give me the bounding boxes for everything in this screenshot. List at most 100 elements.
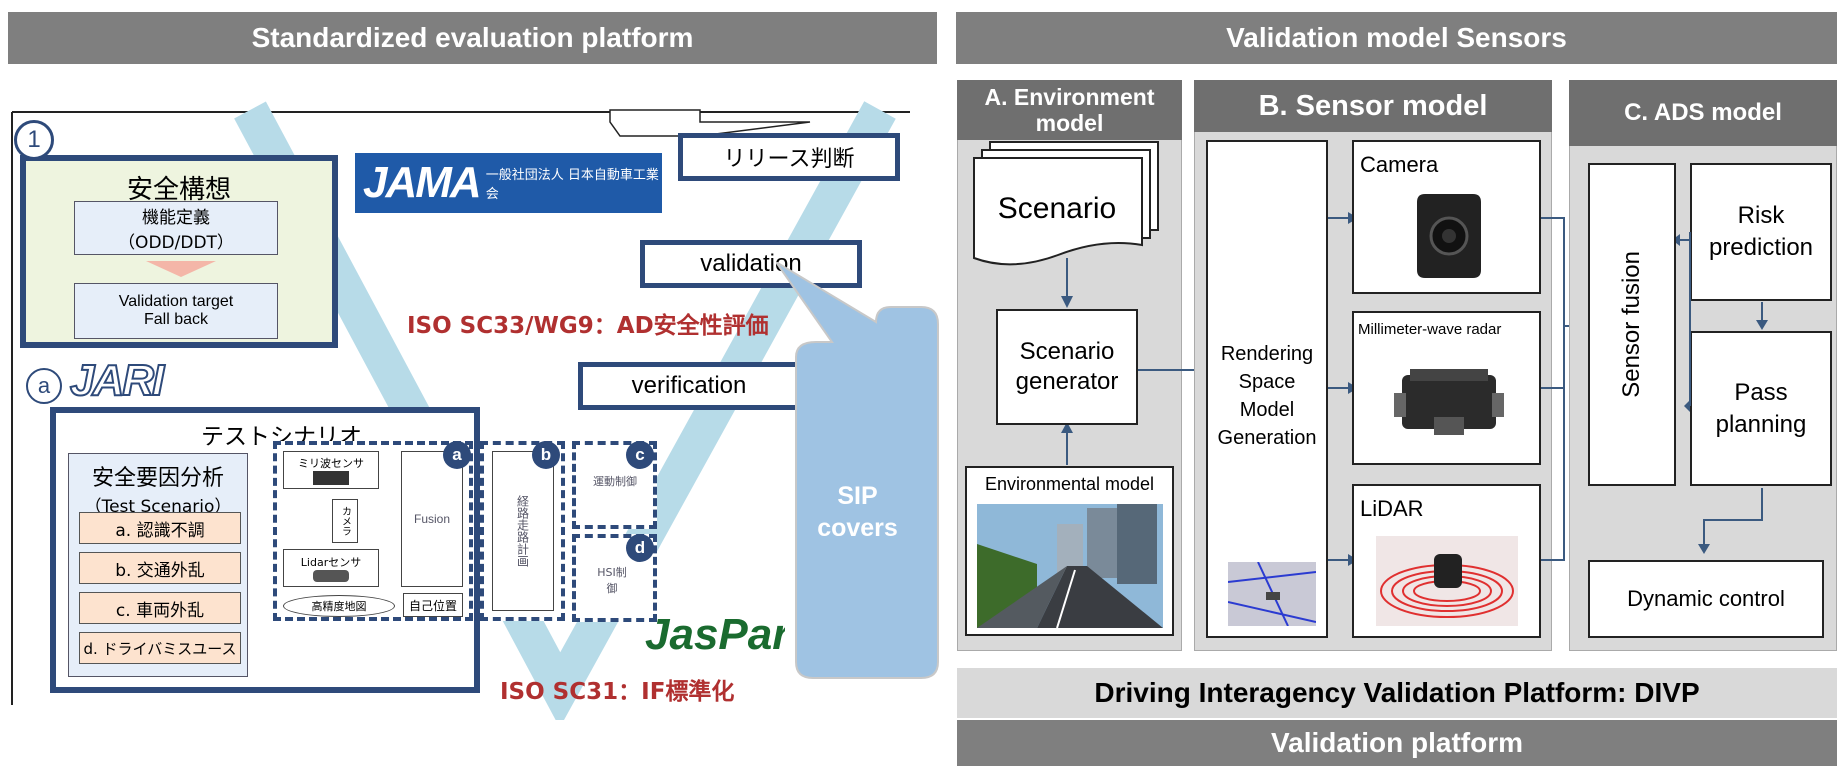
connectors-c bbox=[1676, 232, 1768, 554]
factor-item: a. 認識不調 bbox=[79, 512, 241, 544]
lidar-box: LiDAR bbox=[1352, 484, 1541, 638]
radar-icon bbox=[1394, 369, 1504, 435]
module-c-badge: c bbox=[626, 441, 654, 469]
down-arrow-icon bbox=[146, 261, 216, 277]
pass-planning-box: Pass planning bbox=[1690, 331, 1832, 486]
pass-label-2: planning bbox=[1715, 410, 1807, 438]
camera-box: Camera bbox=[1352, 140, 1541, 294]
scenario-label: Scenario bbox=[997, 192, 1117, 225]
validation-target-box: Validation target Fall back bbox=[74, 283, 278, 339]
badge-a-label: a bbox=[37, 373, 51, 398]
factor-item: d. ドライバミスユース bbox=[79, 632, 241, 664]
v-top-arrow bbox=[609, 109, 811, 137]
environmental-model-label: Environmental model bbox=[984, 474, 1155, 494]
module-a-box: ミリ波センサ カメラ Lidarセンサ Fusion 高精度地図 自己位置 bbox=[273, 441, 473, 621]
validation-platform-label: Validation platform bbox=[1270, 727, 1524, 758]
mmw-sensor-box: ミリ波センサ bbox=[283, 451, 379, 489]
risk-label-2: prediction bbox=[1708, 234, 1814, 261]
divp-label: Driving Interagency Validation Platform:… bbox=[1094, 677, 1700, 708]
camera-label: Camera bbox=[1360, 152, 1439, 177]
ads-model-header-label: C. ADS model bbox=[1624, 99, 1782, 126]
sensor-fusion-box: Sensor fusion bbox=[1588, 163, 1676, 486]
validation-target-label: Validation target bbox=[118, 293, 234, 310]
jama-logo-text: JAMA bbox=[363, 158, 482, 207]
ads-model-header: C. ADS model bbox=[1569, 80, 1837, 146]
scenario-generator-label-2: generator bbox=[1015, 368, 1119, 395]
motion-ctrl-label: 運動制御 bbox=[593, 475, 637, 488]
module-b-box: 経路走路計画 bbox=[480, 441, 565, 621]
rendering-line: Space bbox=[1238, 371, 1296, 393]
sensor-model-header-label: B. Sensor model bbox=[1258, 89, 1488, 122]
sensor-model-header: B. Sensor model bbox=[1194, 80, 1552, 132]
self-position-label: 自己位置 bbox=[408, 598, 457, 613]
divp-banner: Driving Interagency Validation Platform:… bbox=[957, 668, 1837, 718]
right-title: Validation model Sensors bbox=[1226, 22, 1567, 53]
jaspar-logo: JasPar bbox=[645, 610, 785, 659]
release-decision-box: リリース判断 bbox=[678, 133, 900, 181]
factor-item: c. 車両外乱 bbox=[79, 592, 241, 624]
func-def-label: 機能定義 bbox=[142, 208, 210, 228]
camera-icon bbox=[1417, 194, 1481, 278]
self-position-box: 自己位置 bbox=[403, 593, 463, 617]
mmw-sensor-icon bbox=[313, 471, 349, 485]
iso-sc31-label: ISO SC31：IF標準化 bbox=[500, 679, 735, 705]
covers-label: covers bbox=[817, 514, 898, 542]
iso-wg9-label: ISO SC33/WG9：AD安全性評価 bbox=[407, 313, 769, 339]
rendering-line: Generation bbox=[1217, 427, 1317, 449]
route-plan-box: 経路走路計画 bbox=[492, 451, 554, 611]
env-model-header: A. Environment model bbox=[957, 80, 1182, 140]
hd-map-label: 高精度地図 bbox=[311, 600, 367, 613]
validation-platform-banner: Validation platform bbox=[957, 720, 1837, 766]
rendering-line: Rendering bbox=[1220, 343, 1314, 365]
city-road-image bbox=[977, 504, 1163, 628]
camera-jp-box: カメラ bbox=[332, 499, 358, 543]
odd-ddt-label: （ODD/DDT） bbox=[118, 233, 234, 253]
environmental-model-box: Environmental model bbox=[965, 466, 1174, 636]
rendering-grid-image bbox=[1228, 562, 1316, 626]
jama-logo-subtitle: 一般社団法人 日本自動車工業会 bbox=[485, 168, 659, 202]
func-def-box: 機能定義 （ODD/DDT） bbox=[74, 201, 278, 255]
lidar-sensor-icon bbox=[313, 570, 349, 582]
jari-logo: JARI bbox=[69, 355, 165, 406]
test-scenario-en: （Test Scenario） bbox=[84, 497, 232, 514]
v-model-background bbox=[11, 101, 910, 720]
jama-logo: JAMA 一般社団法人 日本自動車工業会 bbox=[355, 153, 662, 213]
dynamic-control-label: Dynamic control bbox=[1627, 586, 1785, 611]
mmw-radar-label: Millimeter-wave radar bbox=[1358, 321, 1502, 338]
fall-back-label: Fall back bbox=[143, 311, 209, 328]
module-d-badge: d bbox=[626, 534, 654, 562]
sensor-fusion-label: Sensor fusion bbox=[1618, 251, 1645, 398]
safety-factor-box: 安全要因分析 （Test Scenario） a. 認識不調 b. 交通外乱 c… bbox=[68, 453, 248, 677]
rendering-label: Rendering Space Model Generation bbox=[1208, 340, 1326, 452]
mmw-radar-box: Millimeter-wave radar bbox=[1352, 311, 1541, 465]
v-shape bbox=[234, 101, 896, 720]
camera-jp-label: カメラ bbox=[339, 506, 351, 536]
badge-1: 1 bbox=[14, 120, 54, 160]
lidar-label: LiDAR bbox=[1360, 496, 1424, 521]
risk-label-1: Risk bbox=[1737, 202, 1785, 229]
factor-item: b. 交通外乱 bbox=[79, 552, 241, 584]
module-c-box: 運動制御 bbox=[572, 441, 657, 529]
hd-map-box: 高精度地図 bbox=[283, 595, 395, 617]
dynamic-control-box: Dynamic control bbox=[1588, 560, 1824, 638]
lidar-sensor-box: Lidarセンサ bbox=[283, 549, 379, 587]
rendering-line: Model bbox=[1239, 399, 1295, 421]
sip-callout-shape bbox=[776, 262, 939, 679]
scenario-document-icon bbox=[973, 141, 1159, 266]
scenario-generator-label-1: Scenario bbox=[1019, 338, 1115, 365]
sip-label: SIP bbox=[837, 482, 878, 510]
safety-concept-box: 安全構想 機能定義 （ODD/DDT） Validation target Fa… bbox=[20, 155, 338, 348]
pass-label-1: Pass bbox=[1734, 378, 1788, 406]
left-title-banner: Standardized evaluation platform bbox=[8, 12, 937, 64]
env-model-header-label: A. Environment model bbox=[984, 84, 1155, 136]
badge-a: a bbox=[26, 368, 62, 404]
safety-concept-title: 安全構想 bbox=[126, 174, 231, 204]
fusion-box: Fusion bbox=[401, 451, 463, 587]
risk-prediction-box: Risk prediction bbox=[1690, 163, 1832, 301]
lidar-icon bbox=[1376, 536, 1518, 626]
rendering-box: Rendering Space Model Generation bbox=[1206, 140, 1328, 638]
module-b-badge: b bbox=[532, 441, 560, 469]
mmw-sensor-label: ミリ波センサ bbox=[298, 457, 364, 470]
release-decision-label: リリース判断 bbox=[723, 147, 855, 172]
route-plan-label: 経路走路計画 bbox=[515, 495, 530, 567]
